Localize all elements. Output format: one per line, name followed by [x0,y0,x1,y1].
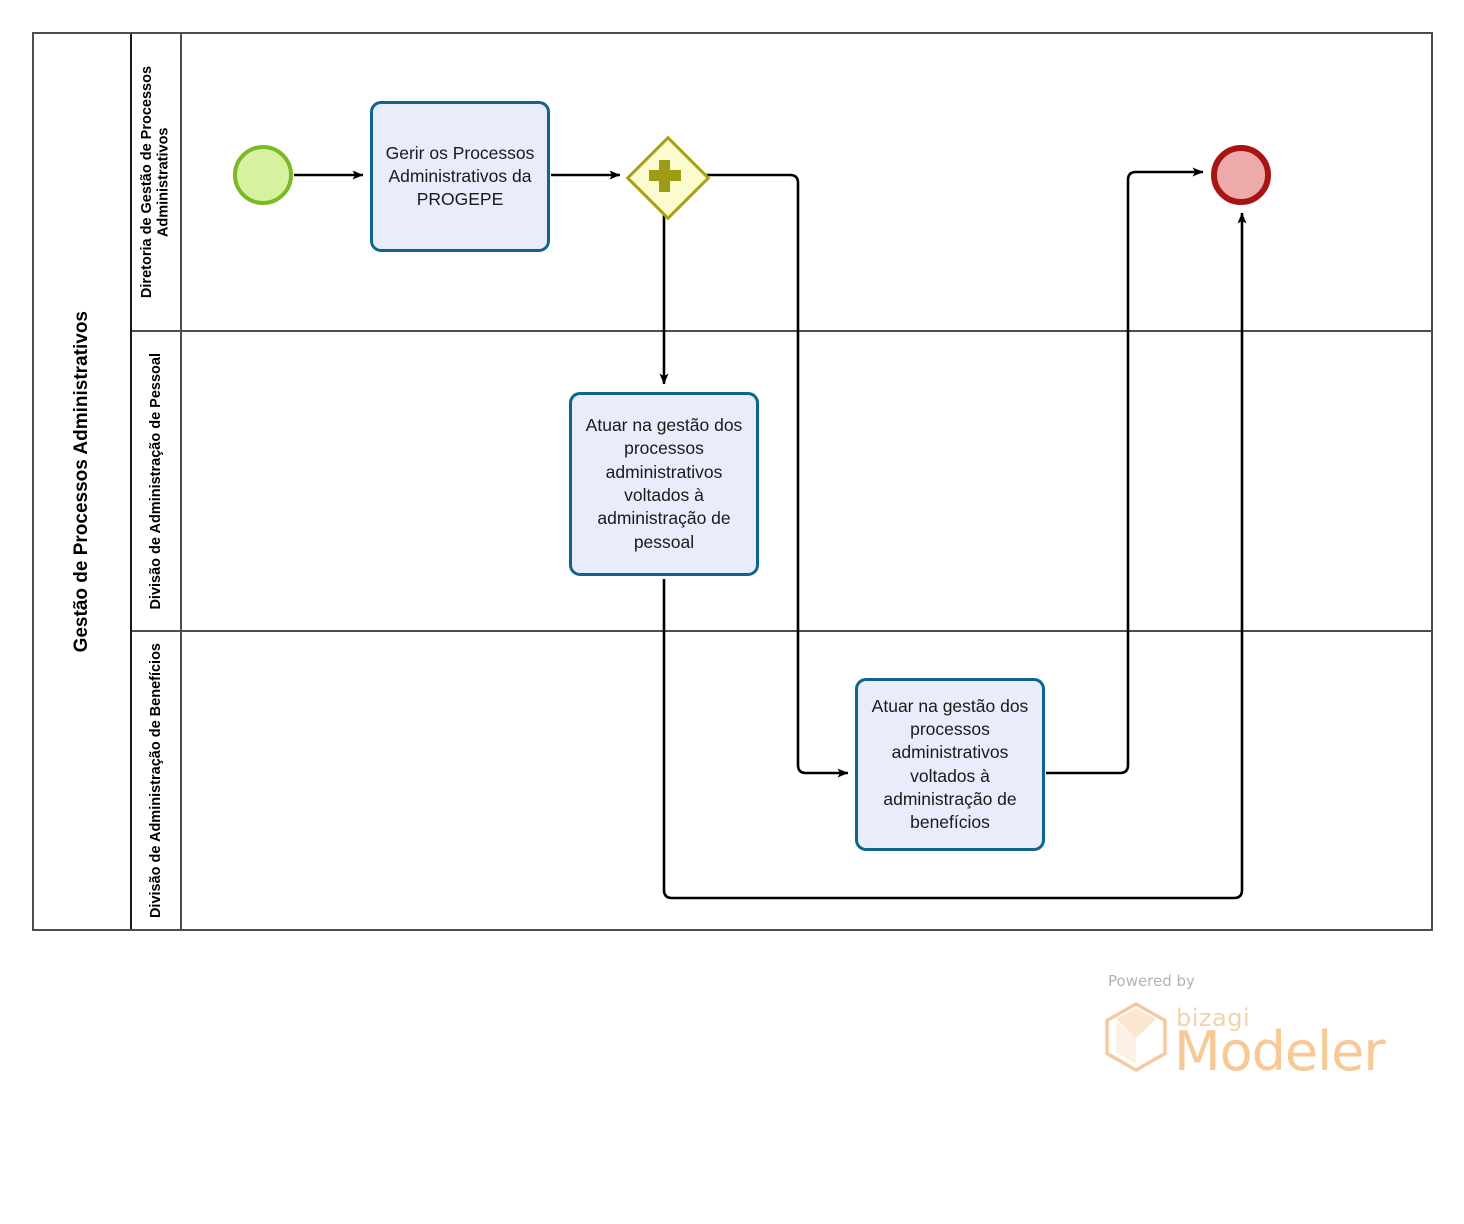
task-gerir-processos-administrativos[interactable]: Gerir os Processos Administrativos da PR… [370,101,550,252]
lane-header-pessoal: Divisão de Administração de Pessoal [132,332,182,630]
bizagi-modeler-watermark: Powered by bizagi Modeler [1104,972,1386,1083]
parallel-gateway[interactable] [625,135,711,221]
pool-title: Gestão de Processos Administrativos [71,310,92,653]
bizagi-wordmark: bizagi [1176,1004,1251,1032]
lane-header-diretoria: Diretoria de Gestão de Processos Adminis… [132,34,182,330]
pool-header: Gestão de Processos Administrativos [34,34,132,929]
end-event[interactable] [1211,145,1271,205]
lane-label-diretoria: Diretoria de Gestão de Processos Adminis… [139,65,172,299]
lane-divisao-de-administracao-de-pessoal[interactable]: Divisão de Administração de Pessoal [132,332,1431,632]
powered-by-label: Powered by [1108,972,1195,990]
lane-label-beneficios: Divisão de Administração de Benefícios [147,642,164,919]
lane-label-pessoal: Divisão de Administração de Pessoal [147,352,164,610]
task-atuar-gestao-administracao-pessoal[interactable]: Atuar na gestão dos processos administra… [569,392,759,576]
lane-header-beneficios: Divisão de Administração de Benefícios [132,632,182,929]
start-event[interactable] [233,145,293,205]
plus-icon [627,137,703,213]
modeler-wordmark: Modeler [1174,1020,1386,1083]
lane-divisao-de-administracao-de-beneficios[interactable]: Divisão de Administração de Benefícios [132,632,1431,929]
task-atuar-gestao-administracao-beneficios[interactable]: Atuar na gestão dos processos administra… [855,678,1045,851]
bizagi-hexagon-logo-icon [1105,1002,1167,1072]
